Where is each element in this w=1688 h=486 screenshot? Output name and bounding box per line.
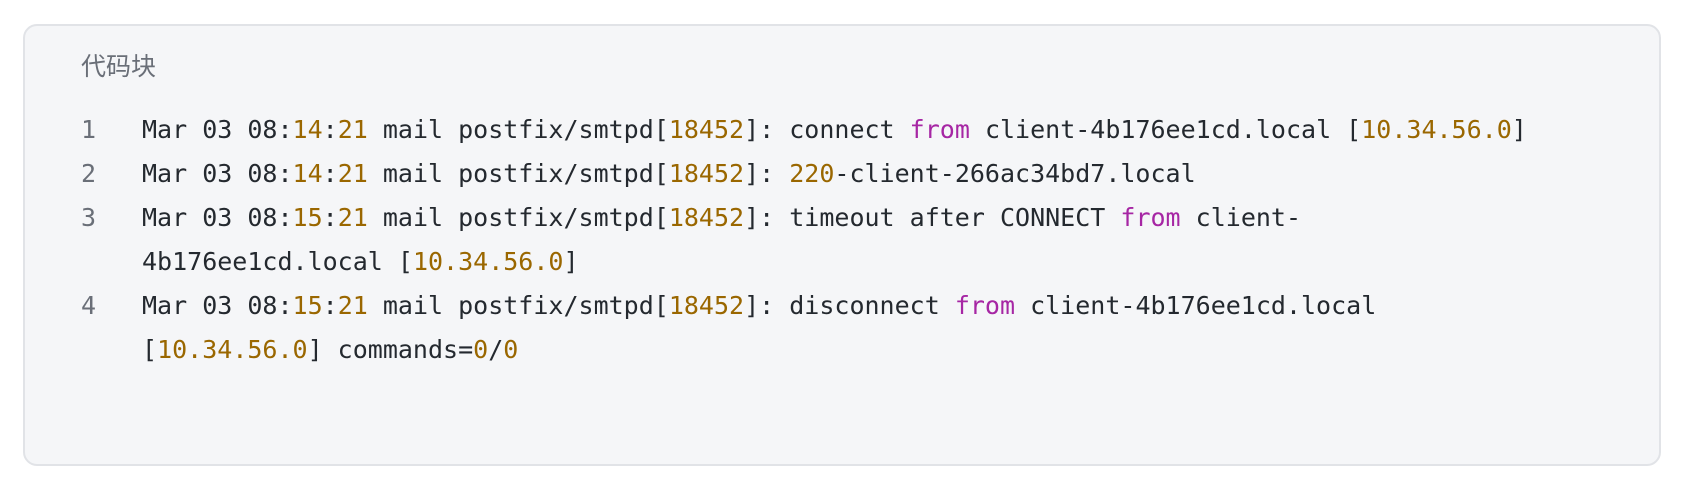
number-token: 21 <box>337 115 368 144</box>
number-token: 18452 <box>668 159 745 188</box>
text-token: ]: connect <box>744 115 910 144</box>
number-token: 10.34.56.0 <box>412 247 564 276</box>
number-token: 15 <box>292 291 323 320</box>
line-content: Mar 03 08:14:21 mail postfix/smtpd[18452… <box>142 152 1541 196</box>
line-number: 1 <box>81 115 97 144</box>
keyword-token: from <box>1120 203 1181 232</box>
text-token: / <box>488 335 504 364</box>
code-block-title: 代码块 <box>81 52 157 81</box>
text-token: ]: timeout after CONNECT <box>744 203 1121 232</box>
text-token: mail postfix/smtpd[ <box>367 203 669 232</box>
number-token: 21 <box>337 159 368 188</box>
text-token: : <box>322 115 338 144</box>
keyword-token: from <box>909 115 970 144</box>
keyword-token: from <box>954 291 1016 320</box>
text-token: : <box>322 203 338 232</box>
code-line: 3 Mar 03 08:15:21 mail postfix/smtpd[1845… <box>81 196 1541 284</box>
line-content: Mar 03 08:14:21 mail postfix/smtpd[18452… <box>142 108 1541 152</box>
number-token: 10.34.56.0 <box>157 335 308 364</box>
text-token: ] <box>563 247 579 276</box>
text-token: client-4b176ee1cd.local [ <box>142 291 1392 364</box>
number-token: 18452 <box>668 115 745 144</box>
text-token: ] commands= <box>307 335 474 364</box>
code-line: 2 Mar 03 08:14:21 mail postfix/smtpd[1845… <box>81 152 1541 196</box>
line-number: 2 <box>81 159 97 188</box>
text-token: client-4b176ee1cd.local [ <box>969 115 1362 144</box>
text-token: ]: <box>744 159 790 188</box>
number-token: 10.34.56.0 <box>1361 115 1512 144</box>
number-token: 220 <box>789 159 835 188</box>
text-token: -client-266ac34bd7.local <box>834 159 1196 188</box>
number-token: 0 <box>503 335 519 364</box>
text-token: Mar 03 08: <box>142 203 293 232</box>
text-token: ] <box>1511 115 1527 144</box>
text-token: client-4b176ee1cd.local [ <box>142 203 1302 276</box>
text-token: mail postfix/smtpd[ <box>367 159 669 188</box>
number-token: 18452 <box>668 291 745 320</box>
number-token: 15 <box>292 203 323 232</box>
text-token: mail postfix/smtpd[ <box>367 291 669 320</box>
line-number: 3 <box>81 203 97 232</box>
number-token: 21 <box>337 203 368 232</box>
number-token: 14 <box>292 159 323 188</box>
text-token: Mar 03 08: <box>142 115 293 144</box>
code-line: 1 Mar 03 08:14:21 mail postfix/smtpd[1845… <box>81 108 1541 152</box>
line-content: Mar 03 08:15:21 mail postfix/smtpd[18452… <box>142 284 1541 372</box>
number-token: 0 <box>473 335 489 364</box>
text-token: ]: disconnect <box>744 291 955 320</box>
text-token: mail postfix/smtpd[ <box>367 115 669 144</box>
line-content: Mar 03 08:15:21 mail postfix/smtpd[18452… <box>142 196 1541 284</box>
number-token: 18452 <box>668 203 745 232</box>
text-token: Mar 03 08: <box>142 159 293 188</box>
text-token: Mar 03 08: <box>142 291 293 320</box>
line-number: 4 <box>81 291 97 320</box>
number-token: 21 <box>337 291 368 320</box>
text-token: : <box>322 159 338 188</box>
text-token: : <box>322 291 338 320</box>
number-token: 14 <box>292 115 323 144</box>
code-line: 4 Mar 03 08:15:21 mail postfix/smtpd[1845… <box>81 284 1541 372</box>
